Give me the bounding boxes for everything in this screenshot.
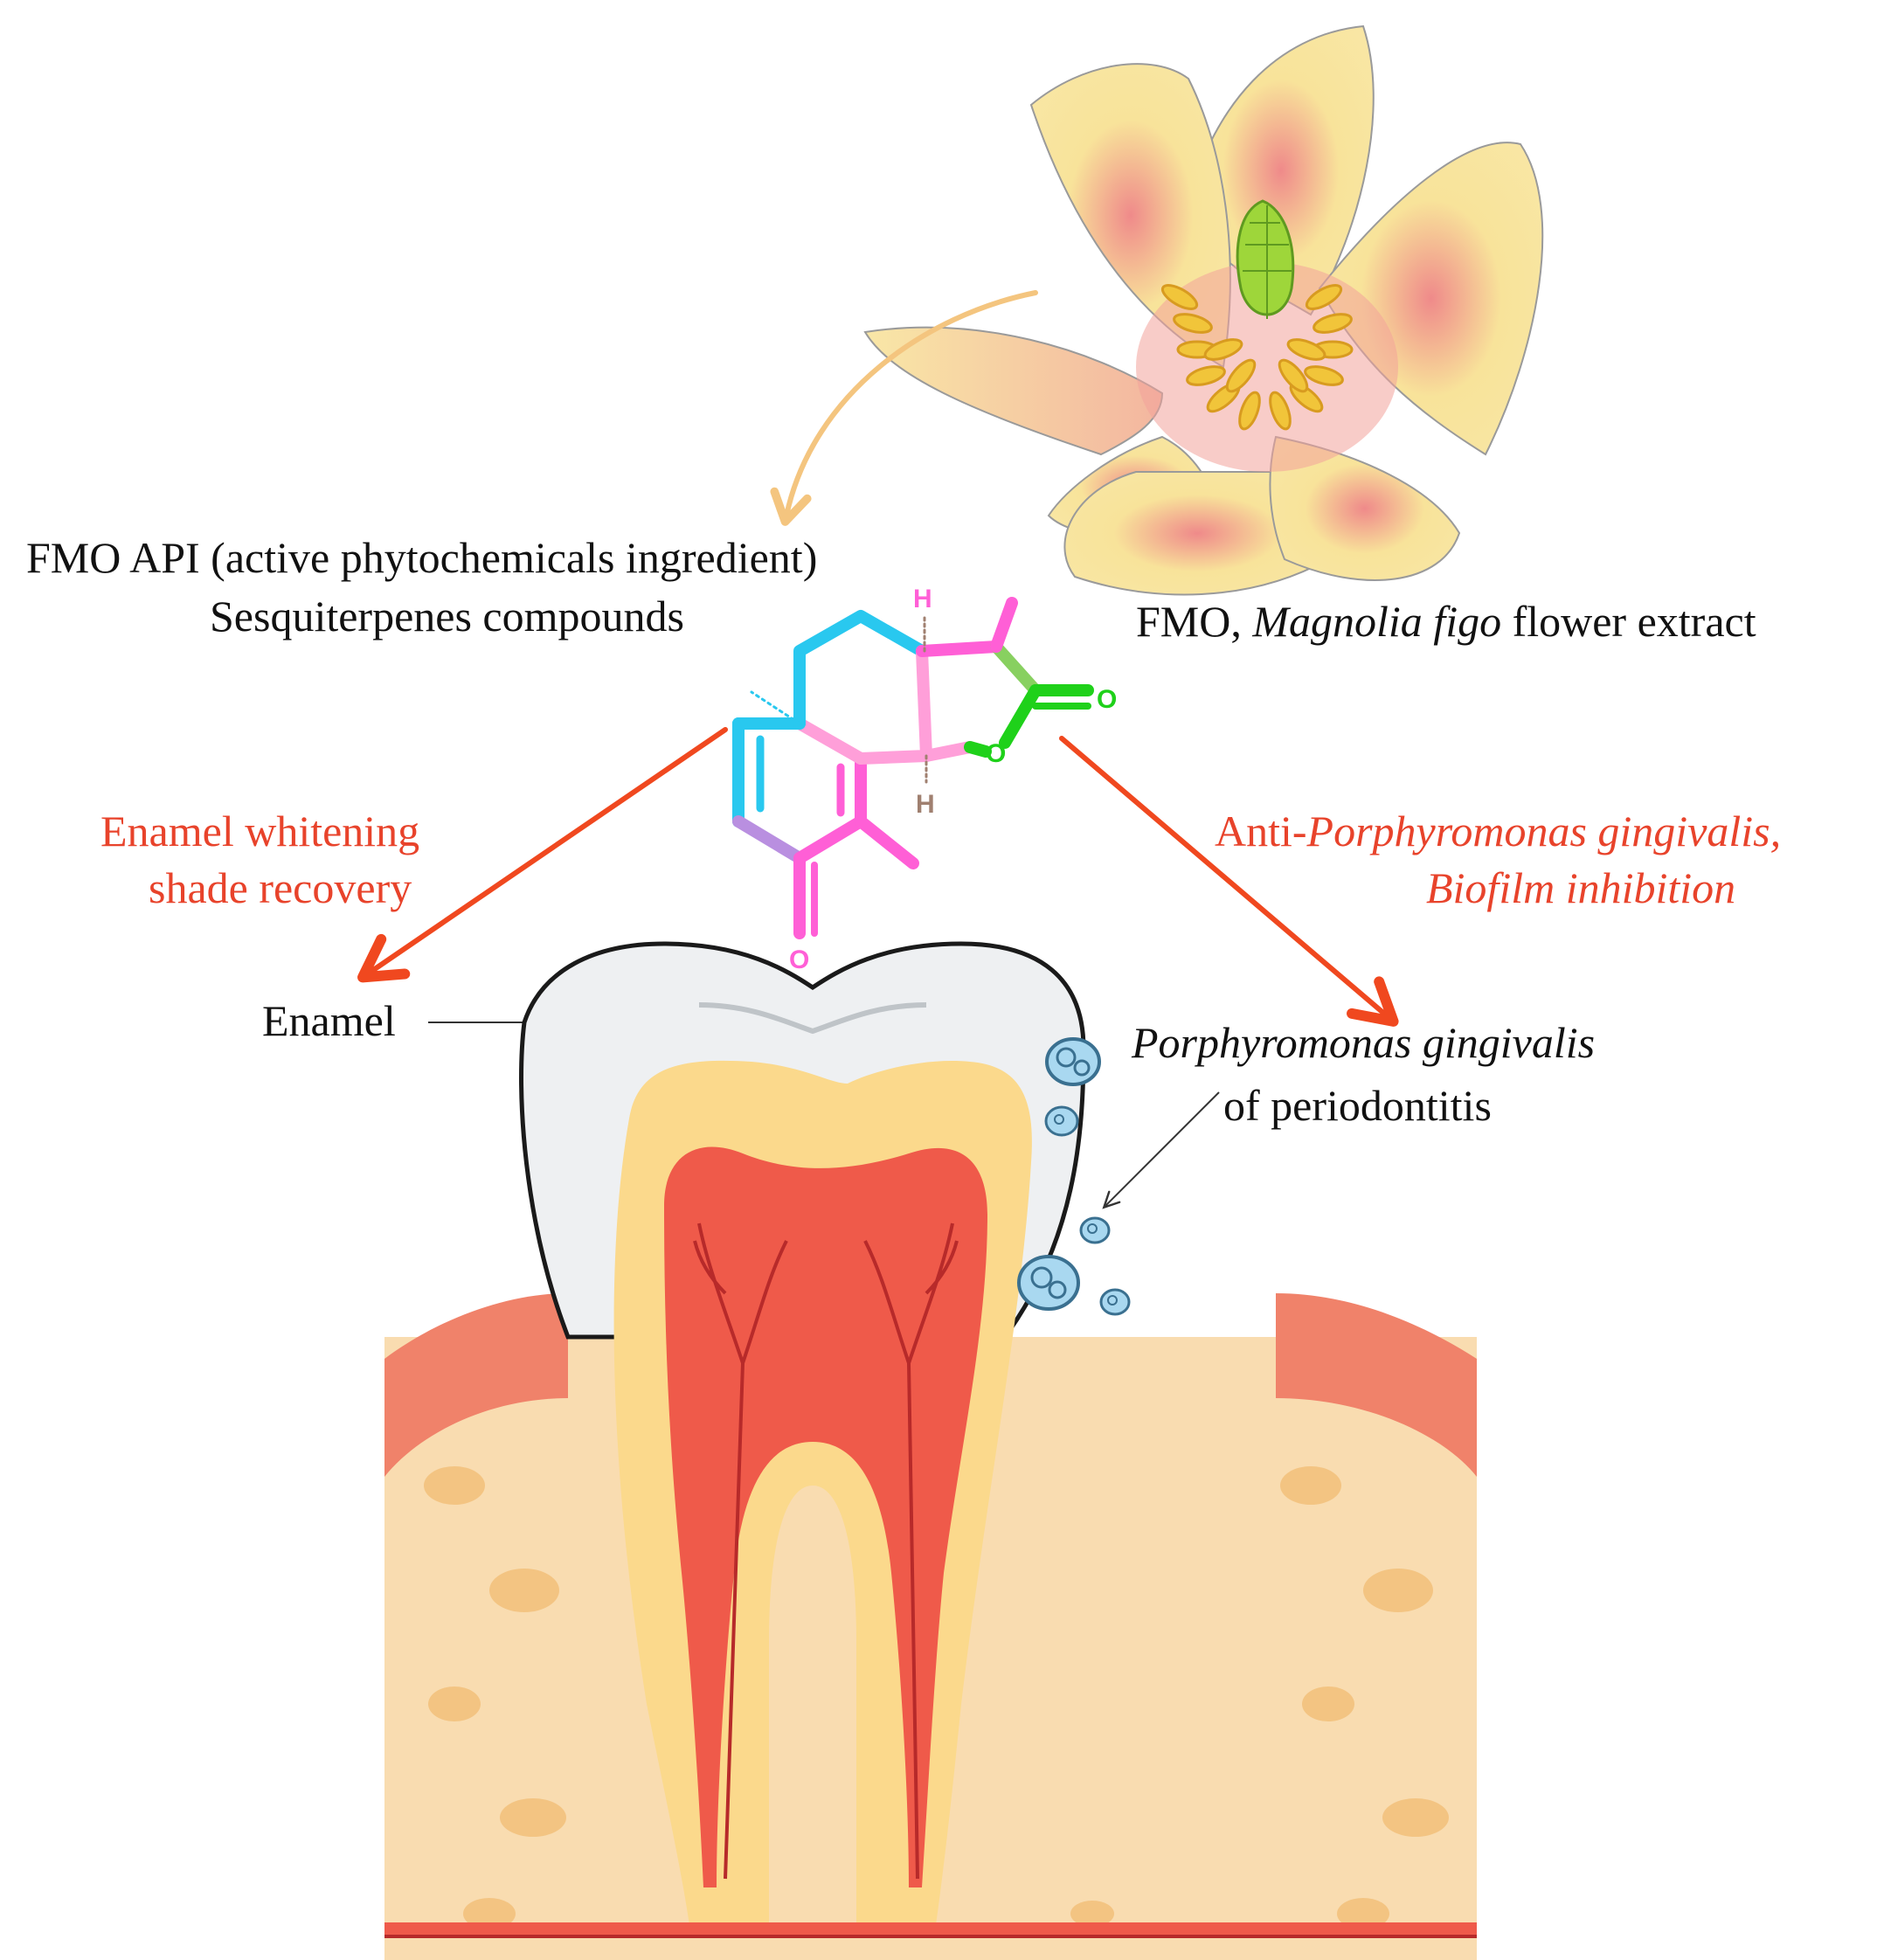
bacteria-cluster <box>1017 1037 1131 1316</box>
gynoecium <box>1236 199 1295 316</box>
petal <box>863 326 1164 456</box>
molecule-oxygen-carbonyl: O <box>1097 685 1117 714</box>
pathogen-pointer-arrow <box>1102 1091 1220 1209</box>
bacterium <box>1044 1105 1079 1137</box>
sesquiterpenes-label: Sesquiterpenes compounds <box>210 592 684 641</box>
petal <box>1318 142 1544 456</box>
enamel-effect-arrow <box>357 727 728 983</box>
gum-tissue <box>1276 1293 1477 1477</box>
anti-pg-label: Anti-Porphyromonas gingivalis, <box>1215 807 1781 855</box>
molecule-hydrogen-top: H <box>913 585 932 613</box>
extract-arrow <box>770 290 1038 526</box>
bacterium <box>1017 1255 1080 1311</box>
flower-extract-label: FMO, Magnolia figo flower extract <box>1136 597 1756 646</box>
tooth-cross-section <box>384 941 1477 1960</box>
bacterium <box>1079 1216 1111 1244</box>
enamel-label: Enamel <box>262 996 396 1045</box>
molecule-hydrogen-bottom: H <box>916 790 935 819</box>
enamel-whitening-label: Enamel whitening <box>100 807 419 855</box>
shade-recovery-label: shade recovery <box>149 863 412 912</box>
sesquiterpene-molecule <box>732 597 1094 939</box>
petal <box>1269 435 1461 581</box>
stamens <box>1160 284 1354 431</box>
bacterium <box>1099 1288 1131 1316</box>
bacterium <box>1045 1037 1101 1086</box>
molecule-oxygen-ring: O <box>986 739 1006 768</box>
magnolia-flower-illustration <box>863 24 1544 596</box>
fmo-api-label: FMO API (active phytochemicals ingredien… <box>26 533 817 582</box>
molecule-oxygen-ketone: O <box>789 945 809 974</box>
periodontitis-label: of periodontitis <box>1223 1081 1492 1130</box>
gum-tissue <box>384 1293 568 1477</box>
pulp-chamber <box>664 1146 987 1887</box>
pathogen-label: Porphyromonas gingivalis <box>1131 1018 1595 1067</box>
antibacterial-effect-arrow <box>1059 736 1399 1027</box>
biofilm-label: Biofilm inhibition <box>1426 863 1735 912</box>
